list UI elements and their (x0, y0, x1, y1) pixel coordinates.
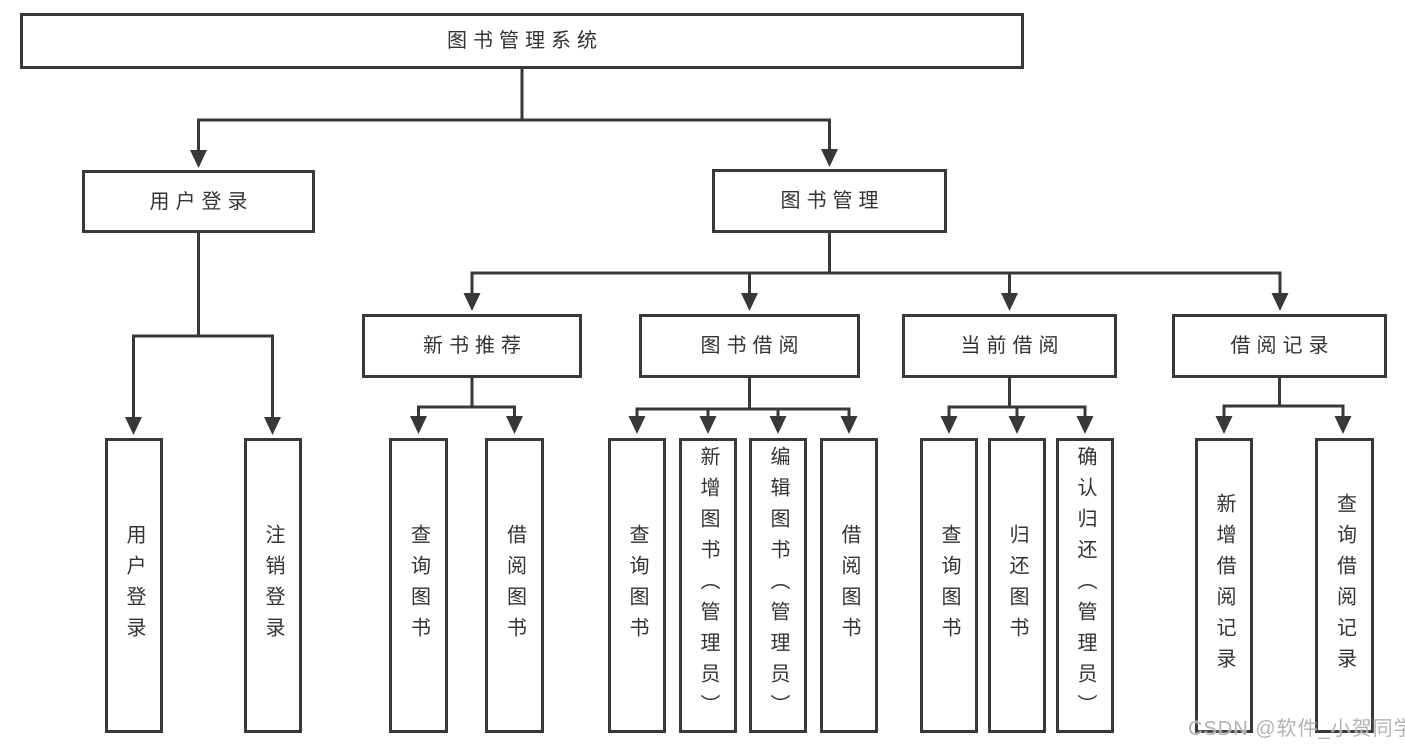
node-box-borrowing-records: 借阅记录 (1172, 314, 1387, 378)
leaf-label-return-books: 归还图书 (1006, 523, 1028, 648)
leaf-box-borrow-books: 借阅图书 (820, 438, 878, 733)
leaf-label-borrow-books-recommend: 借阅图书 (503, 523, 526, 648)
connector-newbook-group (410, 376, 523, 434)
leaf-label-user-login: 用户登录 (123, 523, 145, 648)
leaf-box-user-login: 用户登录 (105, 438, 163, 733)
node-box-book-borrowing: 图书借阅 (639, 314, 860, 378)
connector-currentborrow-group (940, 376, 1094, 434)
leaf-label-query-books-borrow: 查询图书 (626, 523, 648, 648)
node-label-current-borrowing: 当前借阅 (960, 335, 1065, 357)
leaf-box-confirm-return-admin: 确认归还（管理员） (1056, 438, 1114, 733)
node-label-user-login: 用户登录 (149, 190, 254, 213)
leaf-label-query-borrow-record: 查询借阅记录 (1333, 492, 1356, 679)
leaf-box-add-books-admin: 新增图书（管理员） (679, 438, 737, 733)
leaf-box-logout: 注销登录 (244, 438, 302, 733)
connector-borrowrecords-group (1215, 376, 1352, 434)
leaf-box-query-borrow-record: 查询借阅记录 (1315, 438, 1374, 733)
node-label-book-borrowing: 图书借阅 (700, 335, 805, 357)
connector-userlogin-group (125, 231, 281, 435)
node-label-root: 图书管理系统 (447, 30, 603, 52)
node-label-new-book-recommendation: 新书推荐 (423, 335, 527, 357)
leaf-label-edit-books-admin: 编辑图书（管理员） (767, 446, 789, 725)
node-box-book-management: 图书管理 (712, 169, 947, 233)
connector-bookmgmt-to-level3 (463, 231, 1289, 311)
leaf-label-add-borrow-record: 新增借阅记录 (1213, 492, 1235, 679)
leaf-box-query-books-borrow: 查询图书 (608, 438, 666, 733)
leaf-box-query-books-recommend: 查询图书 (389, 438, 448, 733)
leaf-box-edit-books-admin: 编辑图书（管理员） (749, 438, 807, 733)
leaf-label-borrow-books: 借阅图书 (838, 523, 860, 648)
leaf-label-add-books-admin: 新增图书（管理员） (697, 446, 719, 725)
leaf-box-return-books: 归还图书 (988, 438, 1046, 733)
leaf-label-confirm-return-admin: 确认归还（管理员） (1074, 446, 1096, 725)
connector-root-to-level2 (190, 67, 838, 168)
connector-bookborrow-group (628, 376, 858, 434)
node-box-user-login: 用户登录 (82, 170, 315, 233)
leaf-box-query-books-current: 查询图书 (920, 438, 978, 733)
node-box-library-management-system: 图书管理系统 (20, 13, 1024, 69)
node-label-book-management: 图书管理 (780, 190, 885, 212)
csdn-watermark: CSDN @软件_小贺同学 (1188, 718, 1405, 740)
leaf-box-borrow-books-recommend: 借阅图书 (485, 438, 544, 733)
leaf-label-query-books-current: 查询图书 (938, 523, 960, 648)
node-box-current-borrowing: 当前借阅 (902, 314, 1117, 378)
leaf-label-logout: 注销登录 (262, 523, 284, 648)
leaf-box-add-borrow-record: 新增借阅记录 (1195, 438, 1253, 733)
node-label-borrowing-records: 借阅记录 (1230, 335, 1335, 357)
node-box-new-book-recommendation: 新书推荐 (362, 314, 582, 378)
leaf-label-query-books-recommend: 查询图书 (407, 523, 430, 648)
